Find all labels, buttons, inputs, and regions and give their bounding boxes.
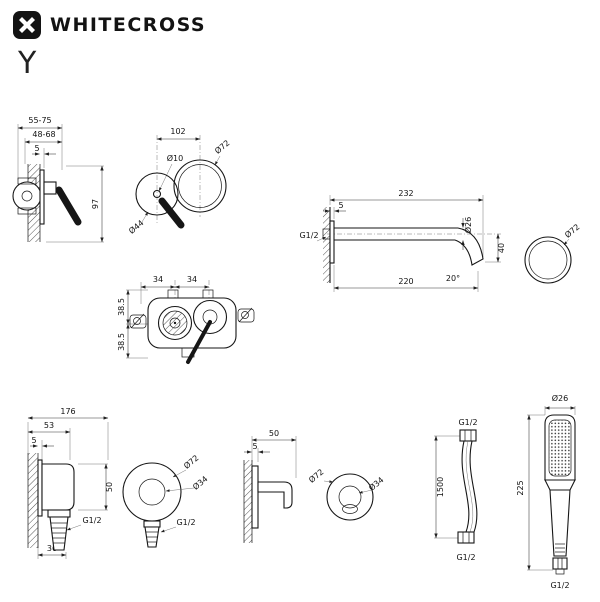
drawing-handshower: Ø26 225 G1/2 <box>503 388 595 602</box>
dim-hose-length: 1500 <box>436 477 445 497</box>
dim-outlet-thread: G1/2 <box>82 516 101 525</box>
drawing-trim-front-view: 102 Ø10 Ø44 Ø72 <box>125 115 240 254</box>
dim-depth-max: 55-75 <box>28 116 51 125</box>
dim-holder-plate: 5 <box>252 442 257 451</box>
drawing-mixer-side-view: 55-75 48-68 5 97 <box>10 108 125 257</box>
dim-half-bottom: 38.5 <box>118 333 126 351</box>
rough-in-object <box>129 289 255 364</box>
hose-dimensions: G1/2 1500 G1/2 <box>434 418 478 562</box>
dim-handshower-length: 225 <box>516 480 525 495</box>
drawing-holder-front-view: Ø72 Ø34 <box>298 448 398 557</box>
drawing-holder-side-view: 50 5 <box>240 418 310 557</box>
dim-outlet-total: 176 <box>60 407 75 416</box>
dim-span-left: 34 <box>153 275 163 284</box>
dim-stem-diameter: Ø10 <box>167 153 183 163</box>
drawing-rough-in-body: 34 34 38.5 38.5 <box>117 262 263 391</box>
dim-handle-diameter: Ø44 <box>127 218 146 236</box>
dim-outlet-height: 50 <box>105 482 114 492</box>
drawing-outlet-front-view: Ø72 Ø34 G1/2 <box>116 443 226 572</box>
escutcheon-dimensions: Ø72 <box>563 222 582 246</box>
outlet-front-dimensions: Ø72 Ø34 G1/2 <box>160 453 210 533</box>
dim-hose-thread-top: G1/2 <box>458 418 477 427</box>
drawing-escutcheon-front-view: Ø72 <box>512 212 597 301</box>
dim-outlet-plate: 5 <box>31 436 36 445</box>
mixer-side-object <box>12 164 82 242</box>
dim-handshower-head: Ø26 <box>552 393 568 403</box>
dim-thread: G1/2 <box>299 231 318 240</box>
dim-outlet-plate-diameter: Ø72 <box>182 453 201 471</box>
holder-side-object <box>243 460 293 543</box>
drawing-outlet-side-view: 176 53 5 50 36 G1/2 <box>8 398 128 577</box>
holder-front-object <box>326 473 374 521</box>
dim-escutcheon-diameter: Ø72 <box>563 222 582 240</box>
dim-holder-plate-diameter: Ø72 <box>307 467 326 485</box>
spout-object <box>322 207 484 283</box>
holder-side-dimensions: 50 5 <box>244 429 297 478</box>
dim-holder-depth: 50 <box>269 429 279 438</box>
dim-depth-min: 48-68 <box>32 130 55 139</box>
dim-spout-plate: 5 <box>338 201 343 210</box>
hose-object <box>457 429 478 544</box>
dim-holder-inner-diameter: Ø34 <box>367 475 386 493</box>
dim-outlet-width: 36 <box>47 544 57 553</box>
whitecross-logo-icon <box>13 11 41 39</box>
trim-front-object <box>135 159 227 229</box>
outlet-front-object <box>122 462 182 548</box>
dim-plate-diameter: Ø72 <box>213 138 232 156</box>
dim-angle: 20° <box>446 274 460 283</box>
dim-drop: 40 <box>497 243 506 253</box>
dim-outlet-front-thread: G1/2 <box>176 518 195 527</box>
handshower-dimensions: Ø26 225 G1/2 <box>516 393 576 590</box>
handshower-object <box>544 414 576 575</box>
series-title: Y <box>18 46 37 81</box>
brand-name: WHITECROSS <box>50 14 207 36</box>
dim-half-top: 38.5 <box>118 298 126 316</box>
mixer-side-dimensions: 55-75 48-68 5 97 <box>17 116 104 243</box>
dim-handshower-thread: G1/2 <box>550 581 569 590</box>
dim-hose-thread-bottom: G1/2 <box>456 553 475 562</box>
dim-outlet-inner-diameter: Ø34 <box>191 474 210 492</box>
outlet-side-dimensions: 176 53 5 50 36 G1/2 <box>27 407 114 559</box>
dim-span-right: 34 <box>187 275 197 284</box>
drawing-shower-hose: G1/2 1500 G1/2 <box>412 412 492 586</box>
drawing-spout-side-view: 232 5 Ø26 40 220 20° G1/2 <box>293 183 508 309</box>
outlet-side-object <box>27 453 75 551</box>
spout-dimensions: 232 5 Ø26 40 220 20° G1/2 <box>299 189 506 292</box>
dim-handle-spacing: 102 <box>170 127 185 136</box>
dim-reach: 220 <box>398 277 413 286</box>
escutcheon-object <box>524 236 572 284</box>
brand-header: WHITECROSS <box>12 10 206 40</box>
dim-tube-diameter: Ø26 <box>463 217 473 233</box>
dim-outlet-depth: 53 <box>44 421 54 430</box>
dim-height: 97 <box>91 199 100 209</box>
dim-plate-thickness: 5 <box>34 144 39 153</box>
holder-front-dimensions: Ø72 Ø34 <box>307 467 386 494</box>
dim-spout-total: 232 <box>398 189 413 198</box>
